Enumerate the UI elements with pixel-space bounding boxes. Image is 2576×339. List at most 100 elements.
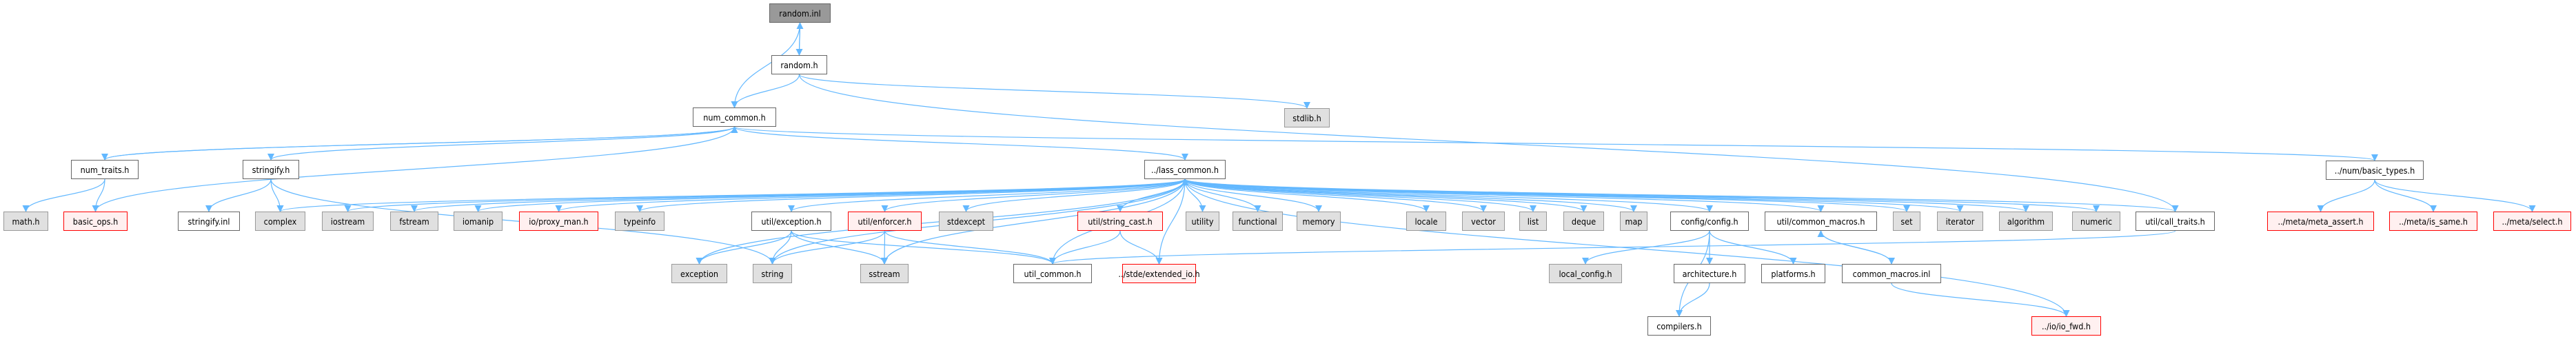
edge-random-h-to-stdlib (798, 74, 1310, 109)
edge-lass-common-to-extended-io (1155, 178, 1186, 265)
node-complex[interactable]: complex (255, 212, 305, 231)
node-num-common[interactable]: num_common.h (693, 107, 776, 127)
edge-lass-common-to-complex (277, 178, 1186, 212)
edge-architecture-to-compilers (1676, 282, 1710, 317)
node-is-same[interactable]: ../meta/is_same.h (2389, 212, 2477, 231)
edge-lass-common-to-list (1184, 178, 1537, 212)
edge-exception-h-to-util-common (791, 230, 1056, 265)
node-config[interactable]: config/config.h (1670, 212, 1749, 231)
node-platforms[interactable]: platforms.h (1761, 264, 1825, 283)
node-typeinfo[interactable]: typeinfo (615, 212, 665, 231)
edge-string-cast-to-extended-io (1119, 230, 1163, 265)
edge-basic-ops-to-num-common (94, 126, 738, 212)
edge-stringify-to-complex (270, 178, 284, 212)
node-call-traits[interactable]: util/call_traits.h (2136, 212, 2215, 231)
node-iostream[interactable]: iostream (322, 212, 374, 231)
node-fstream[interactable]: fstream (390, 212, 438, 231)
node-basic-ops[interactable]: basic_ops.h (63, 212, 128, 231)
edge-common-macros-inl-to-common-macros (1817, 230, 1892, 265)
node-io-fwd[interactable]: ../io/io_fwd.h (2031, 316, 2101, 336)
node-meta-assert[interactable]: ../meta/meta_assert.h (2267, 212, 2374, 231)
node-enforcer[interactable]: util/enforcer.h (848, 212, 922, 231)
edge-common-macros-inl-to-io-fwd (1891, 282, 2070, 317)
node-stringify[interactable]: stringify.h (243, 160, 299, 179)
edge-lass-common-to-common-macros (1184, 178, 1825, 212)
edge-random-inl-to-num-common (731, 22, 801, 108)
edge-num-traits-to-basic-ops (92, 178, 105, 212)
edge-lass-common-to-fstream (411, 178, 1186, 212)
node-exception[interactable]: exception (671, 264, 727, 283)
edge-lass-common-to-typeinfo (636, 178, 1186, 212)
node-exception-h[interactable]: util/exception.h (751, 212, 831, 231)
node-num-traits[interactable]: num_traits.h (71, 160, 139, 179)
edge-exception-h-to-sstream (791, 230, 888, 265)
edge-lass-common-to-enforcer (881, 178, 1186, 212)
node-stringify-inl[interactable]: stringify.inl (178, 212, 240, 231)
node-common-macros[interactable]: util/common_macros.h (1765, 212, 1877, 231)
node-proxy-man[interactable]: io/proxy_man.h (519, 212, 598, 231)
edge-lass-common-to-stdexcept (962, 178, 1186, 212)
edge-exception-h-to-exception (696, 230, 792, 265)
edge-lass-common-to-call-traits (1184, 178, 2178, 212)
edge-stringify-to-stringify-inl (205, 178, 272, 212)
node-list[interactable]: list (1519, 212, 1547, 231)
node-utility[interactable]: utility (1186, 212, 1219, 231)
node-vector[interactable]: vector (1462, 212, 1505, 231)
node-architecture[interactable]: architecture.h (1674, 264, 1745, 283)
node-locale[interactable]: locale (1406, 212, 1446, 231)
edge-lass-common-to-numeric (1184, 178, 2100, 212)
edge-lass-common-to-sstream (881, 178, 1186, 265)
node-iterator[interactable]: iterator (1937, 212, 1983, 231)
edge-lass-common-to-config (1184, 178, 1713, 212)
edge-lass-common-to-proxy-man (555, 178, 1186, 212)
edge-num-traits-to-math (22, 178, 105, 212)
edge-basic-types-to-is-same (2374, 179, 2437, 212)
edge-num-common-to-lass-common (733, 126, 1188, 161)
edge-config-to-platforms (1709, 230, 1797, 265)
node-util-common[interactable]: util_common.h (1013, 264, 1092, 283)
node-random-h[interactable]: random.h (771, 55, 827, 74)
edge-enforcer-to-string (769, 230, 886, 265)
edge-string-cast-to-util-common (1049, 230, 1121, 265)
node-string-cast[interactable]: util/string_cast.h (1077, 212, 1163, 231)
edge-lass-common-to-vector (1184, 178, 1487, 212)
node-algorithm[interactable]: algorithm (1999, 212, 2053, 231)
edge-random-h-to-num-common (731, 74, 800, 108)
node-deque[interactable]: deque (1563, 212, 1604, 231)
node-basic-types[interactable]: ../num/basic_types.h (2326, 161, 2424, 180)
node-local-config[interactable]: local_config.h (1549, 264, 1622, 283)
node-stdlib[interactable]: stdlib.h (1284, 108, 1330, 127)
edge-num-common-to-basic-types (733, 126, 2378, 161)
node-iomanip[interactable]: iomanip (454, 212, 503, 231)
node-string[interactable]: string (753, 264, 792, 283)
edge-lass-common-to-locale (1184, 178, 1430, 212)
node-sstream[interactable]: sstream (860, 264, 909, 283)
node-math[interactable]: math.h (3, 212, 48, 231)
edge-call-traits-to-util-common (1049, 230, 2176, 265)
edge-lass-common-to-io-fwd (1184, 178, 2070, 317)
node-select[interactable]: ../meta/select.h (2493, 212, 2571, 231)
edge-enforcer-to-sstream (881, 230, 889, 265)
node-lass-common[interactable]: ../lass_common.h (1144, 160, 1226, 179)
edge-lass-common-to-deque (1184, 178, 1588, 212)
edge-lass-common-to-exception-h (788, 178, 1186, 212)
edge-basic-types-to-select (2374, 179, 2536, 212)
node-functional[interactable]: functional (1233, 212, 1283, 231)
edge-lass-common-to-map (1184, 178, 1637, 212)
node-map[interactable]: map (1620, 212, 1647, 231)
node-random-inl[interactable]: random.inl (769, 3, 831, 23)
node-set[interactable]: set (1893, 212, 1920, 231)
node-stdexcept[interactable]: stdexcept (939, 212, 993, 231)
edge-lass-common-to-memory (1184, 178, 1322, 212)
edge-basic-types-to-meta-assert (2317, 179, 2375, 212)
edge-enforcer-to-util-common (884, 230, 1056, 265)
node-memory[interactable]: memory (1297, 212, 1341, 231)
node-extended-io[interactable]: ../stde/extended_io.h (1118, 264, 1200, 283)
edge-lass-common-to-iostream (344, 178, 1186, 212)
edge-num-traits-to-num-common (104, 126, 738, 161)
edge-config-to-local-config (1582, 230, 1710, 265)
node-compilers[interactable]: compilers.h (1647, 316, 1711, 336)
node-common-macros-inl[interactable]: common_macros.inl (1842, 264, 1941, 283)
node-numeric[interactable]: numeric (2072, 212, 2120, 231)
